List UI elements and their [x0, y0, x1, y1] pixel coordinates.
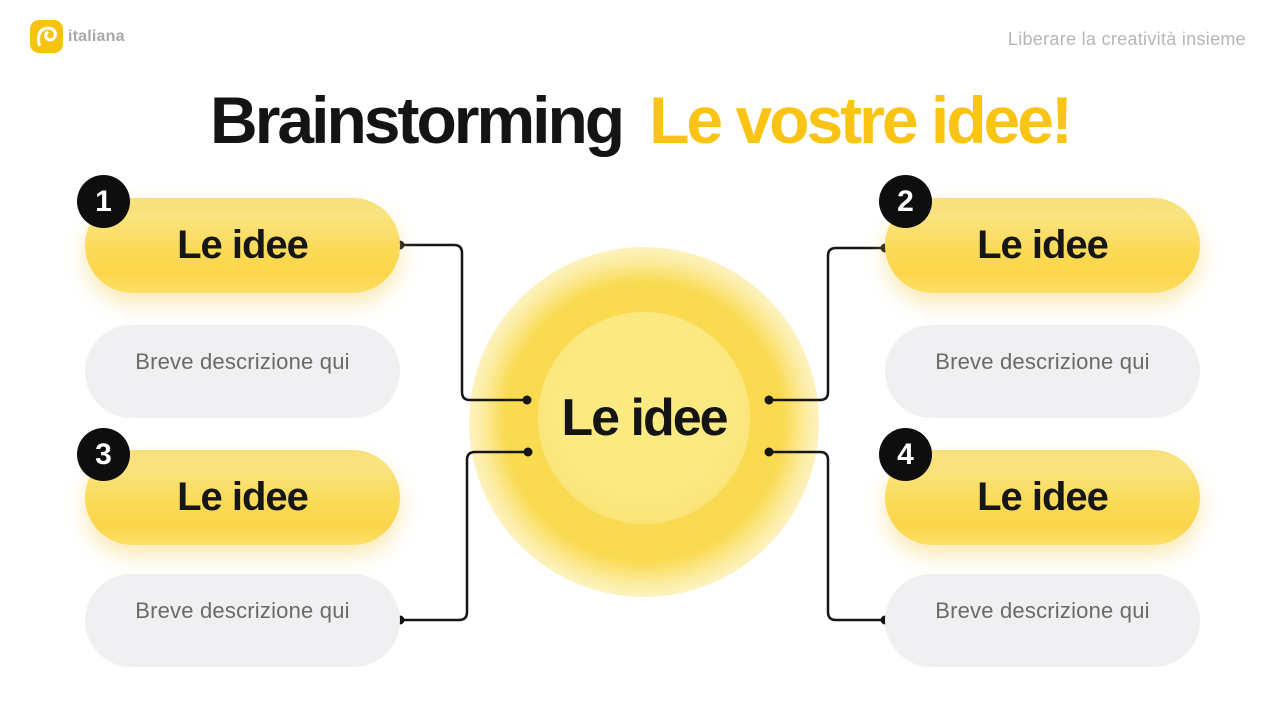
idea-pill-3: Le idee — [85, 450, 400, 545]
description-pill-1-text: Breve descrizione qui — [135, 348, 350, 374]
title-main: Brainstorming — [210, 83, 625, 157]
connector-node2-center — [769, 246, 885, 402]
idea-pill-1-label: Le idee — [177, 223, 309, 267]
description-pill-3-text: Breve descrizione qui — [135, 597, 350, 623]
spiral-curl-icon — [36, 26, 57, 47]
page-title: Brainstorming Le vostre idee! — [0, 84, 1280, 156]
idea-pill-4: Le idee — [885, 450, 1200, 545]
brand-name: italiana — [68, 28, 125, 45]
number-badge-2: 2 — [879, 175, 932, 228]
number-badge-3: 3 — [77, 428, 130, 481]
connector-center-node3 — [400, 450, 528, 622]
idea-pill-3-label: Le idee — [177, 475, 309, 519]
title-accent: Le vostre idee! — [649, 83, 1073, 157]
center-node-label: Le idee — [561, 389, 728, 447]
description-pill-4-text: Breve descrizione qui — [935, 597, 1150, 623]
description-pill-1: Breve descrizione qui — [85, 325, 400, 418]
connector-node1-center — [400, 243, 527, 402]
description-pill-2: Breve descrizione qui — [885, 325, 1200, 418]
idea-pill-4-label: Le idee — [977, 475, 1109, 519]
description-pill-2-text: Breve descrizione qui — [935, 348, 1150, 374]
idea-pill-1: Le idee — [85, 198, 400, 293]
idea-pill-2-label: Le idee — [977, 223, 1109, 267]
header-tagline: Liberare la creatività insieme — [1007, 29, 1246, 49]
number-badge-4: 4 — [879, 428, 932, 481]
brand-logo — [30, 20, 63, 53]
center-node: Le idee — [538, 312, 750, 524]
idea-pill-2: Le idee — [885, 198, 1200, 293]
connector-center-node4 — [769, 450, 885, 622]
number-badge-1: 1 — [77, 175, 130, 228]
description-pill-4: Breve descrizione qui — [885, 574, 1200, 667]
description-pill-3: Breve descrizione qui — [85, 574, 400, 667]
